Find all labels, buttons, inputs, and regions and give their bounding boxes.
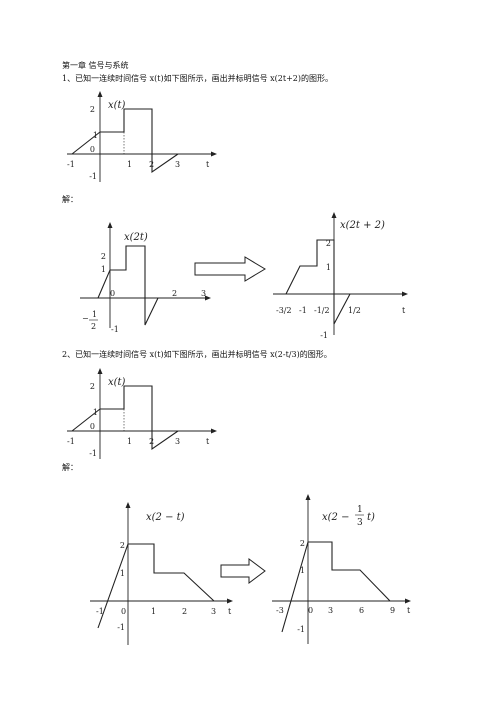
svg-text:-1: -1: [96, 607, 104, 616]
problem-1-statement: 1、已知一连续时间信号 x(t)如下图所示，画出并标明信号 x(2t+2)的图形…: [62, 74, 333, 83]
svg-text:3: 3: [357, 518, 363, 528]
svg-text:-1: -1: [89, 172, 97, 181]
svg-text:x(2t + 2): x(2t + 2): [340, 220, 385, 231]
svg-text:1: 1: [151, 607, 156, 616]
svg-text:-1: -1: [89, 449, 97, 458]
svg-text:9: 9: [390, 606, 395, 615]
figure-x2-minus-t: x(2 − t) 2 1 -1 -1 0 1 2 3 t: [90, 502, 233, 645]
svg-text:t: t: [402, 306, 406, 315]
svg-text:1: 1: [93, 131, 98, 140]
svg-text:1: 1: [101, 265, 106, 274]
svg-text:2: 2: [91, 322, 96, 331]
svg-text:0: 0: [90, 422, 95, 431]
svg-text:1: 1: [92, 310, 97, 319]
svg-text:-1: -1: [67, 160, 75, 169]
svg-text:t: t: [407, 606, 411, 615]
figure-xt-problem2: x(t) 2 1 0 -1 -1 1 2 3 t: [67, 368, 217, 459]
svg-text:-1: -1: [111, 325, 119, 334]
svg-text:1: 1: [357, 505, 363, 515]
svg-text:1: 1: [300, 566, 305, 575]
transform-arrow-1: [194, 256, 266, 282]
svg-text:-1: -1: [299, 306, 307, 315]
solution-label-2: 解：: [62, 463, 78, 472]
svg-text:−: −: [82, 314, 89, 323]
svg-text:0: 0: [90, 145, 95, 154]
svg-text:t: t: [206, 160, 210, 169]
svg-text:t: t: [228, 607, 232, 616]
svg-text:x(2t): x(2t): [124, 232, 148, 243]
svg-text:-1: -1: [117, 623, 125, 632]
svg-text:6: 6: [359, 606, 364, 615]
svg-text:t: t: [206, 437, 210, 446]
svg-text:x(2 − t): x(2 − t): [146, 512, 185, 523]
svg-text:1: 1: [127, 437, 132, 446]
svg-text:2: 2: [182, 607, 187, 616]
svg-text:t): t): [367, 512, 375, 523]
figure-x2t-plus-2: x(2t + 2) 2 1 -1 -3/2 -1 -1/2 1/2 t: [273, 212, 408, 340]
svg-text:0: 0: [308, 606, 313, 615]
svg-text:1/2: 1/2: [348, 306, 361, 315]
svg-text:3: 3: [211, 607, 216, 616]
svg-text:2: 2: [326, 239, 331, 248]
svg-text:-1: -1: [67, 437, 75, 446]
signal-label: x(t): [108, 100, 126, 111]
svg-text:0: 0: [110, 289, 115, 298]
svg-text:-3: -3: [276, 606, 284, 615]
solution-label-1: 解：: [62, 195, 78, 204]
svg-text:3: 3: [328, 606, 333, 615]
svg-text:2: 2: [120, 541, 125, 550]
svg-text:-1: -1: [320, 331, 328, 340]
svg-text:-3/2: -3/2: [276, 306, 292, 315]
svg-text:2: 2: [101, 252, 106, 261]
svg-text:1: 1: [127, 160, 132, 169]
svg-text:1: 1: [120, 569, 125, 578]
figure-xt-problem1: x(t) 2 1 0 -1 -1 1 2 3 t: [67, 91, 217, 182]
svg-text:2: 2: [149, 160, 154, 169]
transform-arrow-2: [220, 558, 266, 584]
svg-text:2: 2: [300, 539, 305, 548]
svg-text:0: 0: [121, 607, 126, 616]
figure-x2-minus-t-over-3: x(2 − 1 3 t) 2 1 -1 -3 0 3 6 9 t: [272, 494, 411, 644]
problem-2-statement: 2、已知一连续时间信号 x(t)如下图所示，画出并标明信号 x(2-t/3)的图…: [62, 350, 332, 359]
svg-text:2: 2: [90, 105, 95, 114]
svg-text:2: 2: [90, 382, 95, 391]
svg-text:3: 3: [201, 289, 206, 298]
svg-text:1: 1: [326, 263, 331, 272]
svg-text:1: 1: [93, 408, 98, 417]
svg-text:-1: -1: [297, 625, 305, 634]
svg-text:x(t): x(t): [108, 377, 126, 388]
chapter-title: 第一章 信号与系统: [62, 61, 129, 70]
svg-text:2: 2: [149, 437, 154, 446]
figure-x2t: x(2t) 2 1 0 2 3 − 1 2 -1: [80, 222, 211, 334]
svg-text:3: 3: [175, 160, 180, 169]
svg-text:x(2 −: x(2 −: [322, 512, 349, 523]
svg-text:-1/2: -1/2: [314, 306, 330, 315]
svg-text:3: 3: [175, 437, 180, 446]
svg-text:2: 2: [172, 289, 177, 298]
